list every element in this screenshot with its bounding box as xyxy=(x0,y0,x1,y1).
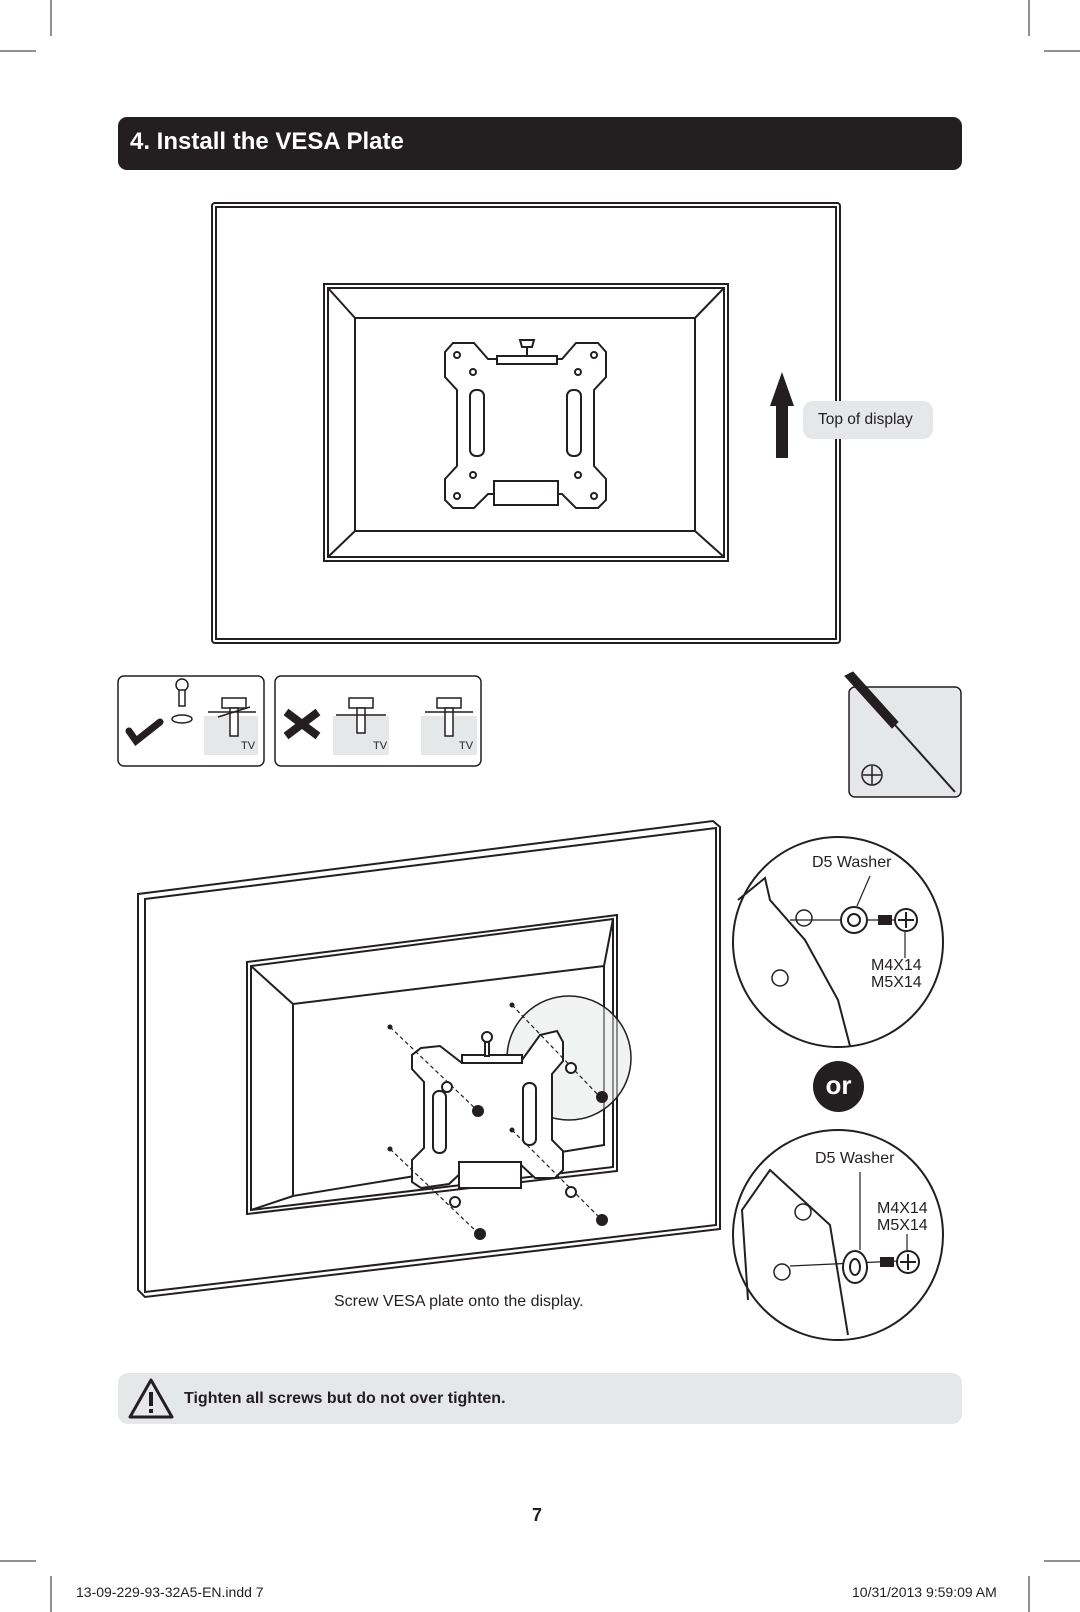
or-label: or xyxy=(825,1070,852,1100)
detail-circle-top xyxy=(732,836,944,1048)
footer-timestamp: 10/31/2013 9:59:09 AM xyxy=(852,1584,997,1600)
washer-label: D5 Washer xyxy=(812,854,892,871)
screw-size-label: M5X14 xyxy=(877,1217,928,1234)
top-of-display-callout xyxy=(803,401,933,439)
screw-size-label: M5X14 xyxy=(871,974,922,991)
screw-washer-icon xyxy=(171,678,473,737)
tv-label: TV xyxy=(459,740,474,752)
top-of-display-label: Top of display xyxy=(818,411,913,428)
section-title: 4. Install the VESA Plate xyxy=(130,128,404,155)
tv-label: TV xyxy=(373,740,388,752)
vesa-plate-icon xyxy=(411,1029,564,1190)
or-badge xyxy=(813,1061,864,1112)
cross-mark-icon xyxy=(283,708,321,740)
warning-text: Tighten all screws but do not over tight… xyxy=(184,1390,506,1407)
section-header-bar xyxy=(118,117,962,170)
vesa-plate-icon xyxy=(444,339,607,509)
detail-circle-bottom xyxy=(732,1129,944,1341)
screw-size-label: M4X14 xyxy=(871,957,922,974)
tv-label: TV xyxy=(241,740,256,752)
page-number: 7 xyxy=(532,1505,543,1525)
screwdriver-icon xyxy=(844,671,956,793)
warning-callout xyxy=(118,1373,962,1424)
washer-label: D5 Washer xyxy=(815,1150,895,1167)
footer-file-name: 13-09-229-93-32A5-EN.indd 7 xyxy=(76,1584,264,1600)
up-arrow-icon xyxy=(770,372,794,458)
check-mark-icon xyxy=(125,718,164,747)
figure-caption: Screw VESA plate onto the display. xyxy=(334,1293,584,1310)
screw-size-label: M4X14 xyxy=(877,1200,928,1217)
